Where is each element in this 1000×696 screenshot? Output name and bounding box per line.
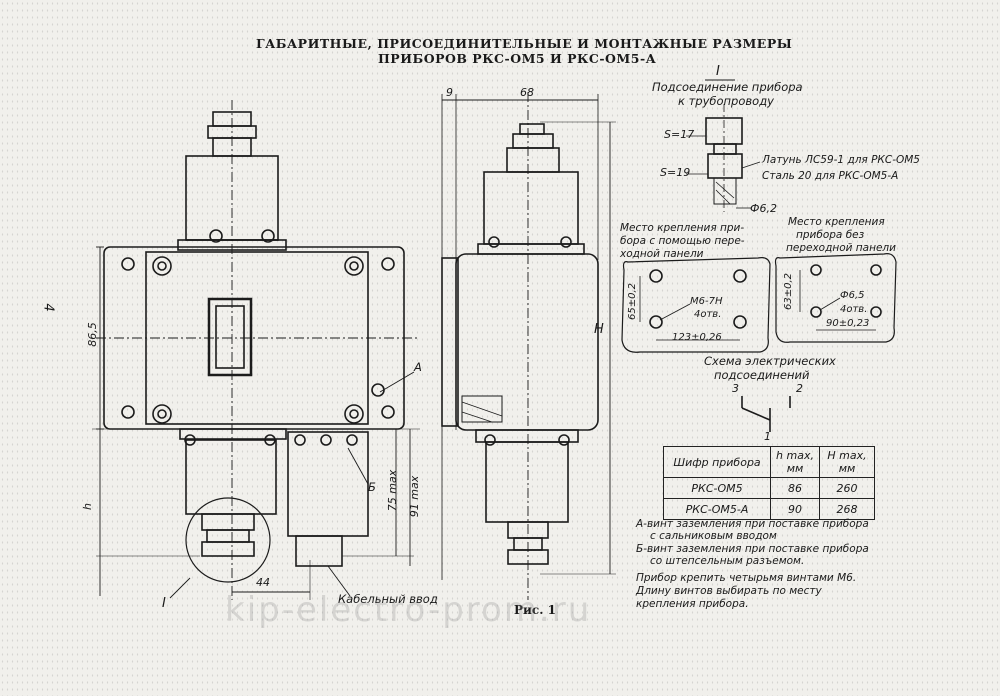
label-I: I — [162, 596, 166, 611]
note-line: Длину винтов выбирать по месту — [636, 585, 822, 597]
mount2-hole-count: 4отв. — [840, 304, 868, 315]
note-line: Б-винт заземления при поставке прибора — [636, 543, 869, 555]
mount2-caption-2: переходной панели — [786, 242, 896, 254]
label-B: Б — [368, 480, 376, 494]
detail-material-1: Латунь ЛС59-1 для РКС-ОМ5 — [762, 154, 920, 166]
note-line: Прибор крепить четырьмя винтами М6. — [636, 572, 857, 584]
detail-s19: S=19 — [660, 166, 691, 179]
table-cell: 86 — [770, 477, 820, 499]
mount2-caption-0: Место крепления — [788, 216, 885, 228]
table-cell: 260 — [819, 477, 875, 499]
note-line: крепления прибора. — [636, 598, 749, 610]
mount1-caption-1: бора с помощью пере- — [620, 235, 745, 247]
table-header: h max, мм — [770, 446, 820, 478]
dim-H: H — [594, 322, 604, 337]
label-A: А — [414, 360, 422, 374]
mount1-caption-2: ходной панели — [620, 248, 704, 260]
side-view — [441, 92, 616, 600]
detail-I — [686, 79, 761, 212]
dim-9: 9 — [446, 86, 453, 99]
detail-roman: I — [716, 64, 720, 79]
mount-panel-2 — [774, 253, 897, 343]
cable-entry-label: Кабельный ввод — [338, 592, 438, 606]
terminal-1: 1 — [764, 430, 771, 443]
table-row: РКС-ОМ5-А 90 268 — [663, 498, 875, 520]
detail-caption-2: к трубопроводу — [678, 94, 774, 108]
wiring-caption-2: подсоединений — [714, 368, 810, 382]
wiring-caption-1: Схема электрических — [704, 354, 836, 368]
table-row: РКС-ОМ5 86 260 — [663, 477, 875, 499]
table-cell: 90 — [770, 498, 820, 520]
dim-68: 68 — [520, 86, 534, 99]
dim-44: 44 — [256, 576, 270, 589]
table-header: Шифр прибора — [663, 446, 771, 478]
detail-material-2: Сталь 20 для РКС-ОМ5-А — [762, 170, 899, 182]
spec-table: Шифр прибора h max, мм H max, мм РКС-ОМ5… — [663, 446, 875, 520]
note-line: А-винт заземления при поставке прибора — [636, 518, 869, 530]
figure-label: Рис. 1 — [514, 603, 556, 617]
watermark: kip-electro-prom.ru — [225, 590, 592, 630]
terminal-3: 3 — [732, 382, 739, 395]
note-line: со штепсельным разъемом. — [650, 555, 805, 567]
mount1-dim-h: 123±0,26 — [672, 332, 722, 343]
note-line: с сальниковым вводом — [650, 530, 777, 542]
mount1-dim-v: 65±0,2 — [627, 282, 639, 321]
mount1-hole-count: 4отв. — [694, 309, 722, 320]
dim-h: h — [80, 503, 94, 510]
mount2-dim-h: 90±0,23 — [826, 318, 870, 329]
mount2-dim-v: 63±0,2 — [783, 272, 795, 311]
table-header: H max, мм — [819, 446, 875, 478]
title-line-2: ПРИБОРОВ РКС-ОМ5 И РКС-ОМ5-А — [378, 51, 657, 66]
detail-dia: Ф6,2 — [750, 202, 777, 215]
title-line-1: ГАБАРИТНЫЕ, ПРИСОЕДИНИТЕЛЬНЫЕ И МОНТАЖНЫ… — [256, 36, 793, 51]
dim-86-5: 86,5 — [85, 322, 99, 347]
detail-s17: S=17 — [664, 128, 695, 141]
front-view — [92, 100, 420, 600]
mount1-hole: М6-7Н — [690, 296, 723, 307]
dim-75max: 75 max — [386, 469, 400, 512]
table-cell: РКС-ОМ5-А — [663, 498, 771, 520]
mount2-caption-1: прибора без — [796, 229, 865, 241]
mount2-hole: Ф6,5 — [840, 290, 865, 301]
mount1-caption-0: Место крепления при- — [620, 222, 745, 234]
terminal-2: 2 — [796, 382, 803, 395]
wiring-diagram — [741, 396, 791, 432]
table-header-row: Шифр прибора h max, мм H max, мм — [663, 446, 875, 478]
table-cell: РКС-ОМ5 — [663, 477, 771, 499]
table-cell: 268 — [819, 498, 875, 520]
mount-panel-1 — [621, 257, 771, 353]
detail-caption-1: Подсоединение прибора — [652, 80, 803, 94]
dim-91max: 91 max — [408, 475, 422, 518]
